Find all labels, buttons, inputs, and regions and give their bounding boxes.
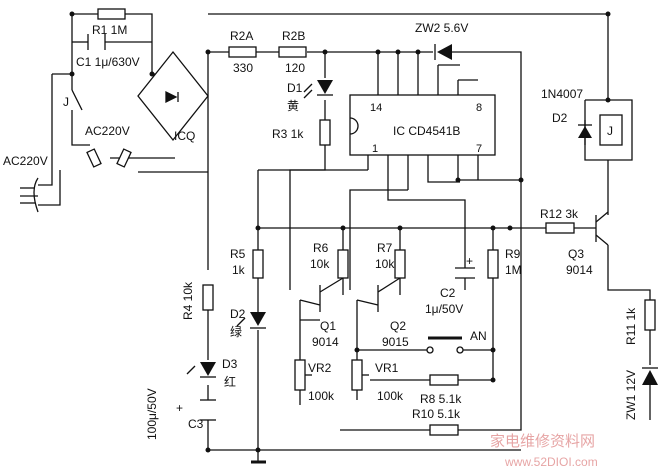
- r3-resistor: [319, 119, 331, 146]
- label-ic: IC CD4541B: [393, 124, 460, 138]
- label-1n4007: 1N4007: [541, 87, 583, 101]
- label-vr2-value: 100k: [308, 389, 335, 403]
- q3-transistor: [595, 211, 609, 246]
- r11-resistor: [644, 299, 656, 331]
- c1-capacitor: [87, 34, 106, 50]
- label-r9-value: 1M: [505, 263, 522, 277]
- label-r12: R12 3k: [540, 207, 579, 221]
- label-d2-relay: D2: [552, 111, 568, 125]
- label-pin1: 1: [372, 143, 378, 155]
- label-icq: ICQ: [174, 129, 195, 143]
- d2-1n4007-diode: [578, 120, 592, 145]
- label-an: AN: [470, 329, 487, 343]
- label-d3-color: 红: [224, 374, 236, 389]
- junction-dots: [69, 11, 611, 453]
- label-r2a: R2A: [230, 29, 253, 43]
- label-r6-value: 10k: [310, 257, 330, 271]
- label-ac-input: AC220V: [3, 154, 48, 168]
- r7-resistor: [394, 249, 406, 279]
- label-zw2: ZW2 5.6V: [415, 21, 468, 35]
- label-r7-value: 10k: [375, 257, 395, 271]
- c2-capacitor: [455, 230, 475, 290]
- label-c3-value: 100μ/50V: [145, 388, 159, 440]
- r4-resistor: [202, 284, 214, 311]
- label-relay-j: J: [607, 124, 613, 138]
- label-c3: C3: [188, 417, 204, 431]
- label-r5-value: 1k: [232, 263, 246, 277]
- label-vr1: VR1: [375, 361, 399, 375]
- r9-resistor: [487, 249, 499, 279]
- label-c3-plus: +: [176, 401, 183, 415]
- d2-led: [236, 312, 266, 329]
- label-d1: D1: [287, 81, 303, 95]
- r1-resistor: [97, 8, 126, 20]
- label-r2b: R2B: [282, 29, 305, 43]
- ac-socket-icon: [86, 148, 132, 168]
- r6-resistor: [337, 249, 349, 279]
- wires: [20, 13, 651, 463]
- r5-resistor: [252, 249, 264, 279]
- label-q2-type: 9015: [382, 335, 409, 349]
- label-r1: R1 1M: [92, 23, 127, 37]
- q1-transistor: [299, 277, 344, 312]
- label-r7: R7: [377, 241, 393, 255]
- label-vr2: VR2: [308, 361, 332, 375]
- zw2-zener-diode: [434, 44, 452, 60]
- q2-transistor: [356, 277, 401, 312]
- d3-led: [186, 362, 216, 378]
- label-vr1-value: 100k: [377, 389, 404, 403]
- label-d1-color: 黄: [287, 99, 299, 113]
- r2b-resistor: [278, 46, 307, 58]
- label-r6: R6: [313, 241, 329, 255]
- vr1-potentiometer: [351, 359, 369, 391]
- label-pin8: 8: [476, 102, 482, 114]
- label-switch-j: J: [63, 95, 69, 109]
- ac-plug-icon: [20, 177, 39, 213]
- ic-cd4541b: [349, 94, 496, 156]
- label-d2-color: 绿: [230, 324, 242, 339]
- label-r10: R10 5.1k: [412, 407, 461, 421]
- label-zw1: ZW1 12V: [624, 370, 638, 420]
- r2a-resistor: [228, 46, 257, 58]
- label-d3: D3: [222, 357, 238, 371]
- d1-led: [303, 80, 333, 99]
- watermark-url: www.52DIOI.com: [504, 455, 598, 469]
- bridge-rectifier-icq: [137, 50, 209, 142]
- label-ac-relay: AC220V: [85, 124, 130, 138]
- label-r5: R5: [230, 247, 246, 261]
- vr2-potentiometer: [294, 359, 312, 391]
- r10-resistor: [429, 424, 459, 436]
- label-r11: R11 1k: [624, 307, 638, 345]
- label-c2-value: 1μ/50V: [425, 302, 463, 316]
- label-q3: Q3: [568, 247, 584, 261]
- r8-resistor: [429, 374, 459, 386]
- c3-capacitor: [200, 399, 216, 421]
- label-q1-type: 9014: [312, 335, 339, 349]
- relay-coil-j: [599, 114, 623, 146]
- label-r4: R4 10k: [181, 281, 195, 320]
- label-r8: R8 5.1k: [420, 392, 462, 406]
- r12-resistor: [545, 222, 575, 234]
- label-d2-led: D2: [230, 307, 246, 321]
- label-pin14: 14: [370, 102, 382, 114]
- label-q1: Q1: [320, 319, 336, 333]
- label-r2b-value: 120: [285, 61, 305, 75]
- zw1-zener-diode: [642, 367, 658, 385]
- label-c2-plus: +: [466, 254, 473, 268]
- relay-switch-contact: [71, 89, 83, 111]
- label-q2: Q2: [390, 319, 406, 333]
- label-c1: C1 1μ/630V: [76, 55, 140, 69]
- label-pin7: 7: [476, 143, 482, 155]
- label-r2a-value: 330: [233, 61, 253, 75]
- watermark-cn: 家电维修资料网: [490, 432, 595, 450]
- label-r9: R9: [505, 247, 521, 261]
- an-push-button: [426, 336, 464, 354]
- label-c2: C2: [440, 286, 456, 300]
- label-r3: R3 1k: [272, 127, 304, 141]
- label-q3-type: 9014: [566, 263, 593, 277]
